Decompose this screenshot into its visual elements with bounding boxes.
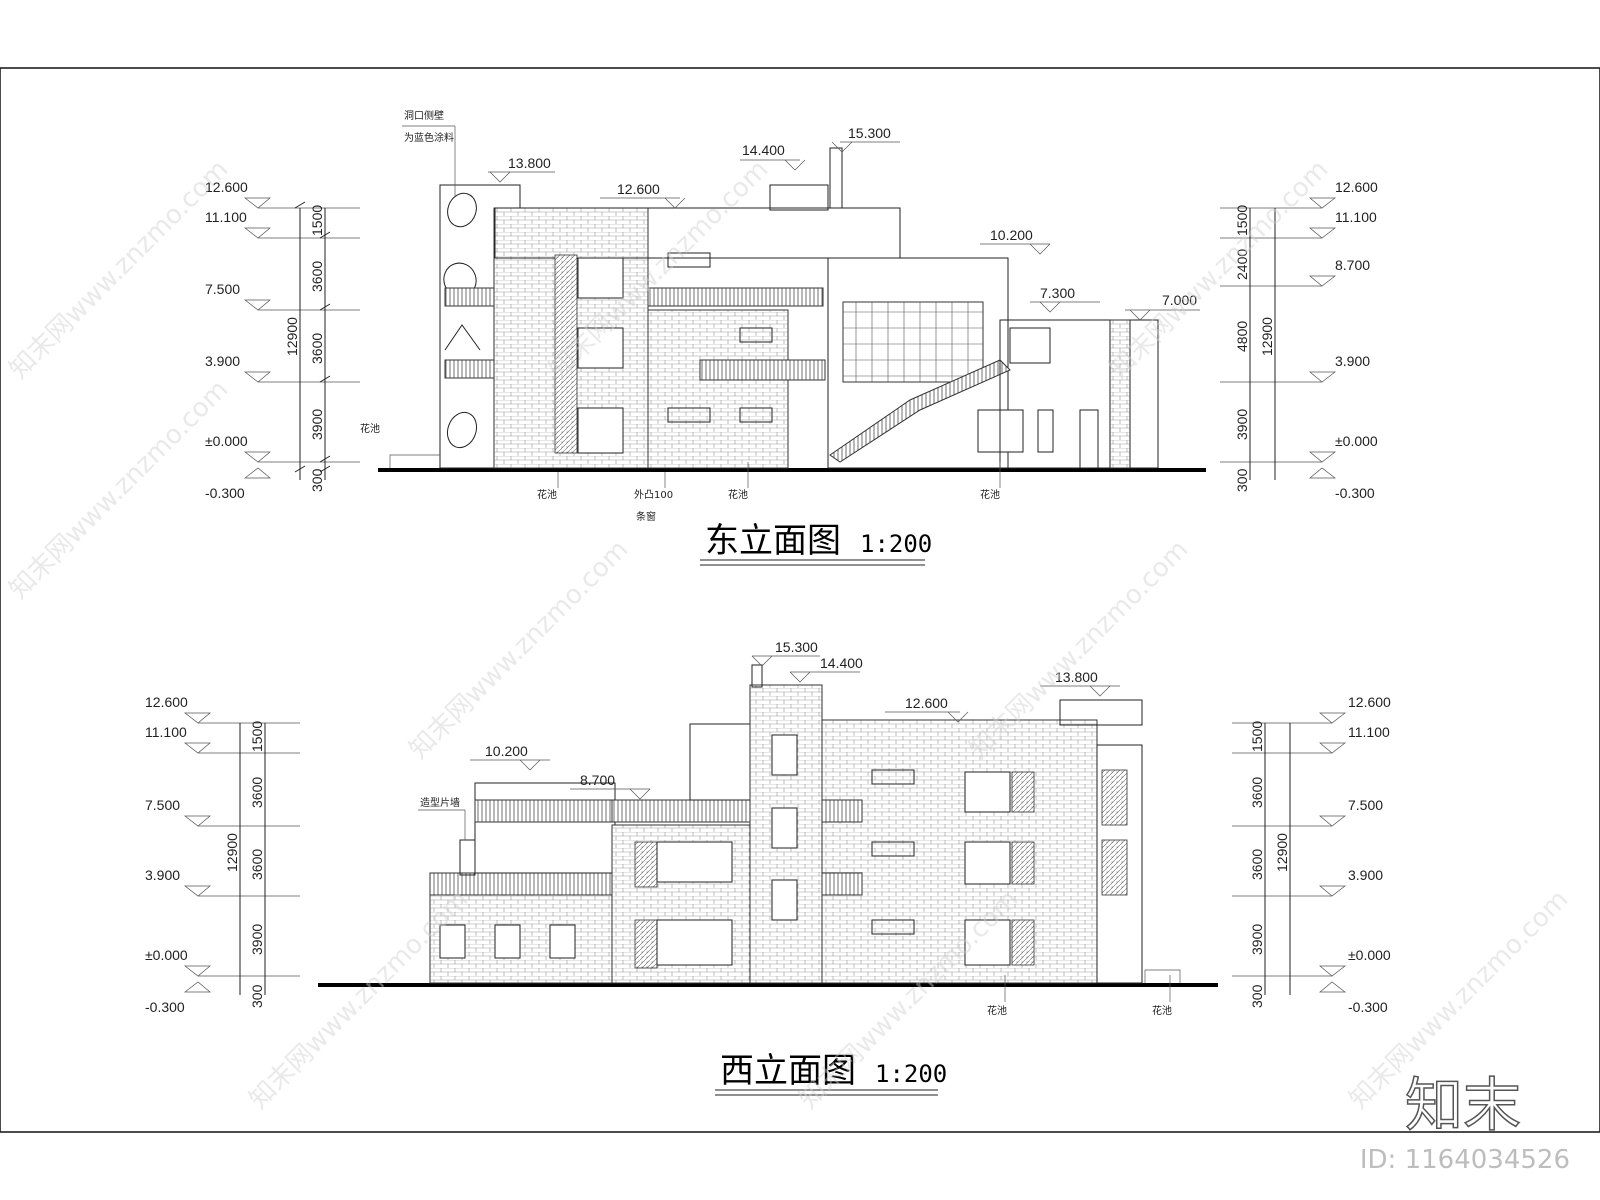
west-right-dim-3: 3600 — [1249, 849, 1265, 880]
west-left-levels: 12.600 11.100 7.500 3.900 ±0.000 -0.300 … — [145, 694, 300, 1015]
east-building — [389, 147, 1159, 469]
west-left-dim-4: 3900 — [249, 924, 265, 955]
watermark-text-7: 知末网www.znzmo.com — [244, 884, 475, 1115]
east-scale: 1:200 — [860, 530, 932, 558]
west-note-1: 造型片墙 — [420, 796, 460, 809]
east-note-2: 为蓝色涂料 — [404, 131, 454, 144]
watermark-text-5: 知末网www.znzmo.com — [404, 534, 635, 765]
west-top-level-6: 8.700 — [580, 772, 615, 788]
east-left-dim-4: 3900 — [309, 409, 325, 440]
west-title: 西立面图 — [720, 1051, 856, 1091]
east-right-dim-2: 2400 — [1234, 249, 1250, 280]
west-left-level-5: ±0.000 — [145, 947, 188, 963]
west-left-level-1: 12.600 — [145, 694, 188, 710]
east-right-dim-3: 4800 — [1234, 321, 1250, 352]
watermark-text-4: 知末网www.znzmo.com — [4, 374, 235, 605]
west-right-total: 12900 — [1274, 833, 1290, 872]
east-left-level-1: 12.600 — [205, 179, 248, 195]
west-left-level-3: 7.500 — [145, 797, 180, 813]
east-callout-3: 外凸100 — [634, 489, 673, 501]
west-top-level-3: 12.600 — [905, 695, 948, 711]
watermark-layer: 知末网www.znzmo.com 知末网www.znzmo.com 知末网www… — [4, 154, 1575, 1175]
west-top-level-5: 10.200 — [485, 743, 528, 759]
east-elevation: 12.600 11.100 7.500 3.900 ±0.000 -0.300 … — [205, 109, 1378, 566]
west-top-level-1: 15.300 — [775, 639, 818, 655]
west-ground-line — [318, 983, 1218, 987]
east-left-dim-2: 3600 — [309, 261, 325, 292]
east-right-level-1: 12.600 — [1335, 179, 1378, 195]
east-top-level-4: 15.300 — [848, 125, 891, 141]
west-right-level-6: -0.300 — [1348, 999, 1388, 1015]
west-right-dim-1: 1500 — [1249, 721, 1265, 752]
west-right-level-4: 3.900 — [1348, 867, 1383, 883]
west-left-dim-1: 1500 — [249, 721, 265, 752]
east-left-level-5: ±0.000 — [205, 433, 248, 449]
west-right-dim-2: 3600 — [1249, 777, 1265, 808]
watermark-id: ID: 1164034526 — [1360, 1145, 1570, 1175]
west-right-level-2: 11.100 — [1348, 724, 1390, 740]
east-right-dim-1: 1500 — [1234, 205, 1250, 236]
west-right-dim-4: 3900 — [1249, 924, 1265, 955]
watermark-text-1: 知末网www.znzmo.com — [4, 154, 235, 385]
west-right-dim-5: 300 — [1249, 984, 1265, 1008]
east-left-dim-1: 1500 — [309, 205, 325, 236]
west-left-dim-2: 3600 — [249, 777, 265, 808]
east-left-total: 12900 — [284, 317, 300, 356]
west-top-level-4: 13.800 — [1055, 669, 1098, 685]
east-right-level-5: ±0.000 — [1335, 433, 1378, 449]
east-left-level-2: 11.100 — [205, 209, 247, 225]
east-top-level-2: 12.600 — [617, 181, 660, 197]
east-top-levels: 13.800 12.600 14.400 15.300 10.200 7.300… — [488, 125, 1200, 321]
west-right-level-5: ±0.000 — [1348, 947, 1391, 963]
west-left-dim-3: 3600 — [249, 849, 265, 880]
watermark-text-3: 知末网www.znzmo.com — [1104, 154, 1335, 385]
east-right-level-6: -0.300 — [1335, 485, 1375, 501]
west-top-levels: 15.300 14.400 12.600 13.800 10.200 8.700 — [470, 639, 1120, 800]
east-right-level-4: 3.900 — [1335, 353, 1370, 369]
east-callout-4: 条窗 — [636, 510, 656, 523]
east-right-level-2: 11.100 — [1335, 209, 1377, 225]
east-right-dim-4: 3900 — [1234, 409, 1250, 440]
east-callout-6: 花池 — [980, 488, 1000, 501]
west-building — [429, 664, 1181, 984]
east-left-dim-5: 300 — [309, 468, 325, 492]
west-right-level-1: 12.600 — [1348, 694, 1391, 710]
east-top-level-6: 7.300 — [1040, 285, 1075, 301]
east-right-dim-5: 300 — [1234, 468, 1250, 492]
west-left-level-2: 11.100 — [145, 724, 187, 740]
east-top-level-5: 10.200 — [990, 227, 1033, 243]
east-left-levels: 12.600 11.100 7.500 3.900 ±0.000 -0.300 … — [205, 179, 360, 501]
west-right-level-3: 7.500 — [1348, 797, 1383, 813]
east-top-level-3: 14.400 — [742, 142, 785, 158]
west-left-level-6: -0.300 — [145, 999, 185, 1015]
east-callout-2: 花池 — [537, 488, 557, 501]
west-right-levels: 12.600 11.100 7.500 3.900 ±0.000 -0.300 … — [1232, 694, 1391, 1015]
east-right-total: 12900 — [1259, 317, 1275, 356]
west-scale: 1:200 — [875, 1060, 947, 1088]
east-left-dim-3: 3600 — [309, 333, 325, 364]
sheet-border — [0, 67, 1600, 1133]
east-callout-1: 花池 — [360, 422, 380, 435]
east-right-level-3: 8.700 — [1335, 257, 1370, 273]
east-left-level-6: -0.300 — [205, 485, 245, 501]
east-top-level-7: 7.000 — [1162, 292, 1197, 308]
east-top-level-1: 13.800 — [508, 155, 551, 171]
east-title: 东立面图 — [705, 521, 841, 561]
west-left-dim-5: 300 — [249, 984, 265, 1008]
west-left-total: 12900 — [224, 833, 240, 872]
east-ground-line — [378, 468, 1206, 472]
west-elevation: 12.600 11.100 7.500 3.900 ±0.000 -0.300 … — [145, 639, 1391, 1096]
watermark-logo: 知末 — [1405, 1071, 1521, 1139]
west-callout-2: 花池 — [1152, 1004, 1172, 1017]
east-left-level-4: 3.900 — [205, 353, 240, 369]
west-top-level-2: 14.400 — [820, 655, 863, 671]
west-left-level-4: 3.900 — [145, 867, 180, 883]
west-callout-1: 花池 — [987, 1004, 1007, 1017]
east-note-1: 洞口侧壁 — [404, 109, 444, 122]
east-callout-5: 花池 — [728, 488, 748, 501]
east-left-level-3: 7.500 — [205, 281, 240, 297]
east-right-levels: 12.600 11.100 8.700 3.900 ±0.000 -0.300 … — [1220, 179, 1378, 501]
